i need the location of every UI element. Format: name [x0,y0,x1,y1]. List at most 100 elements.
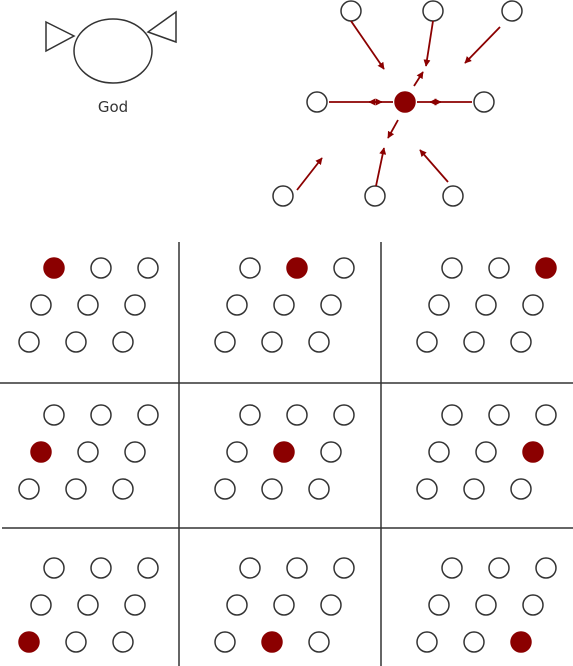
dot [18,478,40,500]
highlighted-dot [510,631,532,653]
grid-cell-7 [18,557,159,653]
dot [463,331,485,353]
dot [488,257,510,279]
grid-cell-1 [18,257,159,353]
highlighted-dot [273,441,295,463]
dot [43,557,65,579]
grid-cell-2 [214,257,355,353]
dot [463,631,485,653]
dot [522,594,544,616]
dot [510,478,532,500]
star-arrow-1 [350,20,385,70]
dot [475,441,497,463]
dot [488,404,510,426]
dot [535,404,557,426]
dot [475,294,497,316]
dot [214,631,236,653]
dot [320,294,342,316]
dot [416,631,438,653]
dot [43,404,65,426]
god-figure: God [45,10,177,116]
star-arrow-8 [419,149,449,183]
dot [77,441,99,463]
dot [333,557,355,579]
dot [77,594,99,616]
dot [261,331,283,353]
dot [333,257,355,279]
dot [286,557,308,579]
grid-cell-8 [214,557,355,653]
dot [137,257,159,279]
dot [286,404,308,426]
grid-cell-5 [214,404,355,500]
dot [226,594,248,616]
dot [261,478,283,500]
dot [30,594,52,616]
dot [112,331,134,353]
dot [214,331,236,353]
dot [137,557,159,579]
dot [124,594,146,616]
dot [428,294,450,316]
star-outer-node-6 [272,185,294,207]
star-outer-node-7 [364,185,386,207]
dot [308,631,330,653]
star-arrow-2 [423,20,434,67]
dot [124,294,146,316]
grid-cell-4 [18,404,159,500]
dot [65,331,87,353]
dot [320,594,342,616]
dot [65,631,87,653]
dot [416,331,438,353]
dot [428,594,450,616]
highlighted-dot [261,631,283,653]
dot [535,557,557,579]
star-arrow-7 [375,147,387,187]
right-wing-triangle [146,10,177,44]
dot [112,631,134,653]
dot [239,404,261,426]
dot [226,441,248,463]
dot [65,478,87,500]
dot [416,478,438,500]
dot [475,594,497,616]
highlighted-dot [30,441,52,463]
dot [273,594,295,616]
converging-arrows [272,0,523,207]
dot [18,331,40,353]
dot [333,404,355,426]
grid-cells [18,257,557,653]
star-outer-node-3 [501,0,523,22]
dot [320,441,342,463]
star-outer-node-5 [473,91,495,113]
dot [273,294,295,316]
dot [441,557,463,579]
dot [226,294,248,316]
dot [214,478,236,500]
highlighted-dot [43,257,65,279]
left-wing-triangle [45,20,76,53]
dot [124,441,146,463]
dot [239,557,261,579]
grid-cell-3 [416,257,557,353]
dot [90,404,112,426]
dot [308,331,330,353]
god-caption: God [98,98,128,116]
dot [522,294,544,316]
highlighted-dot [18,631,40,653]
star-center-node [394,91,416,113]
dot [137,404,159,426]
dot [441,404,463,426]
dot [90,257,112,279]
star-outer-node-4 [306,91,328,113]
star-inner-arrow-1 [413,71,424,87]
dot [308,478,330,500]
star-outer-node-1 [340,0,362,22]
star-outer-node-8 [442,185,464,207]
dot [441,257,463,279]
dot [463,478,485,500]
star-arrow-3 [464,26,501,64]
grid-cell-6 [416,404,557,500]
dot [488,557,510,579]
